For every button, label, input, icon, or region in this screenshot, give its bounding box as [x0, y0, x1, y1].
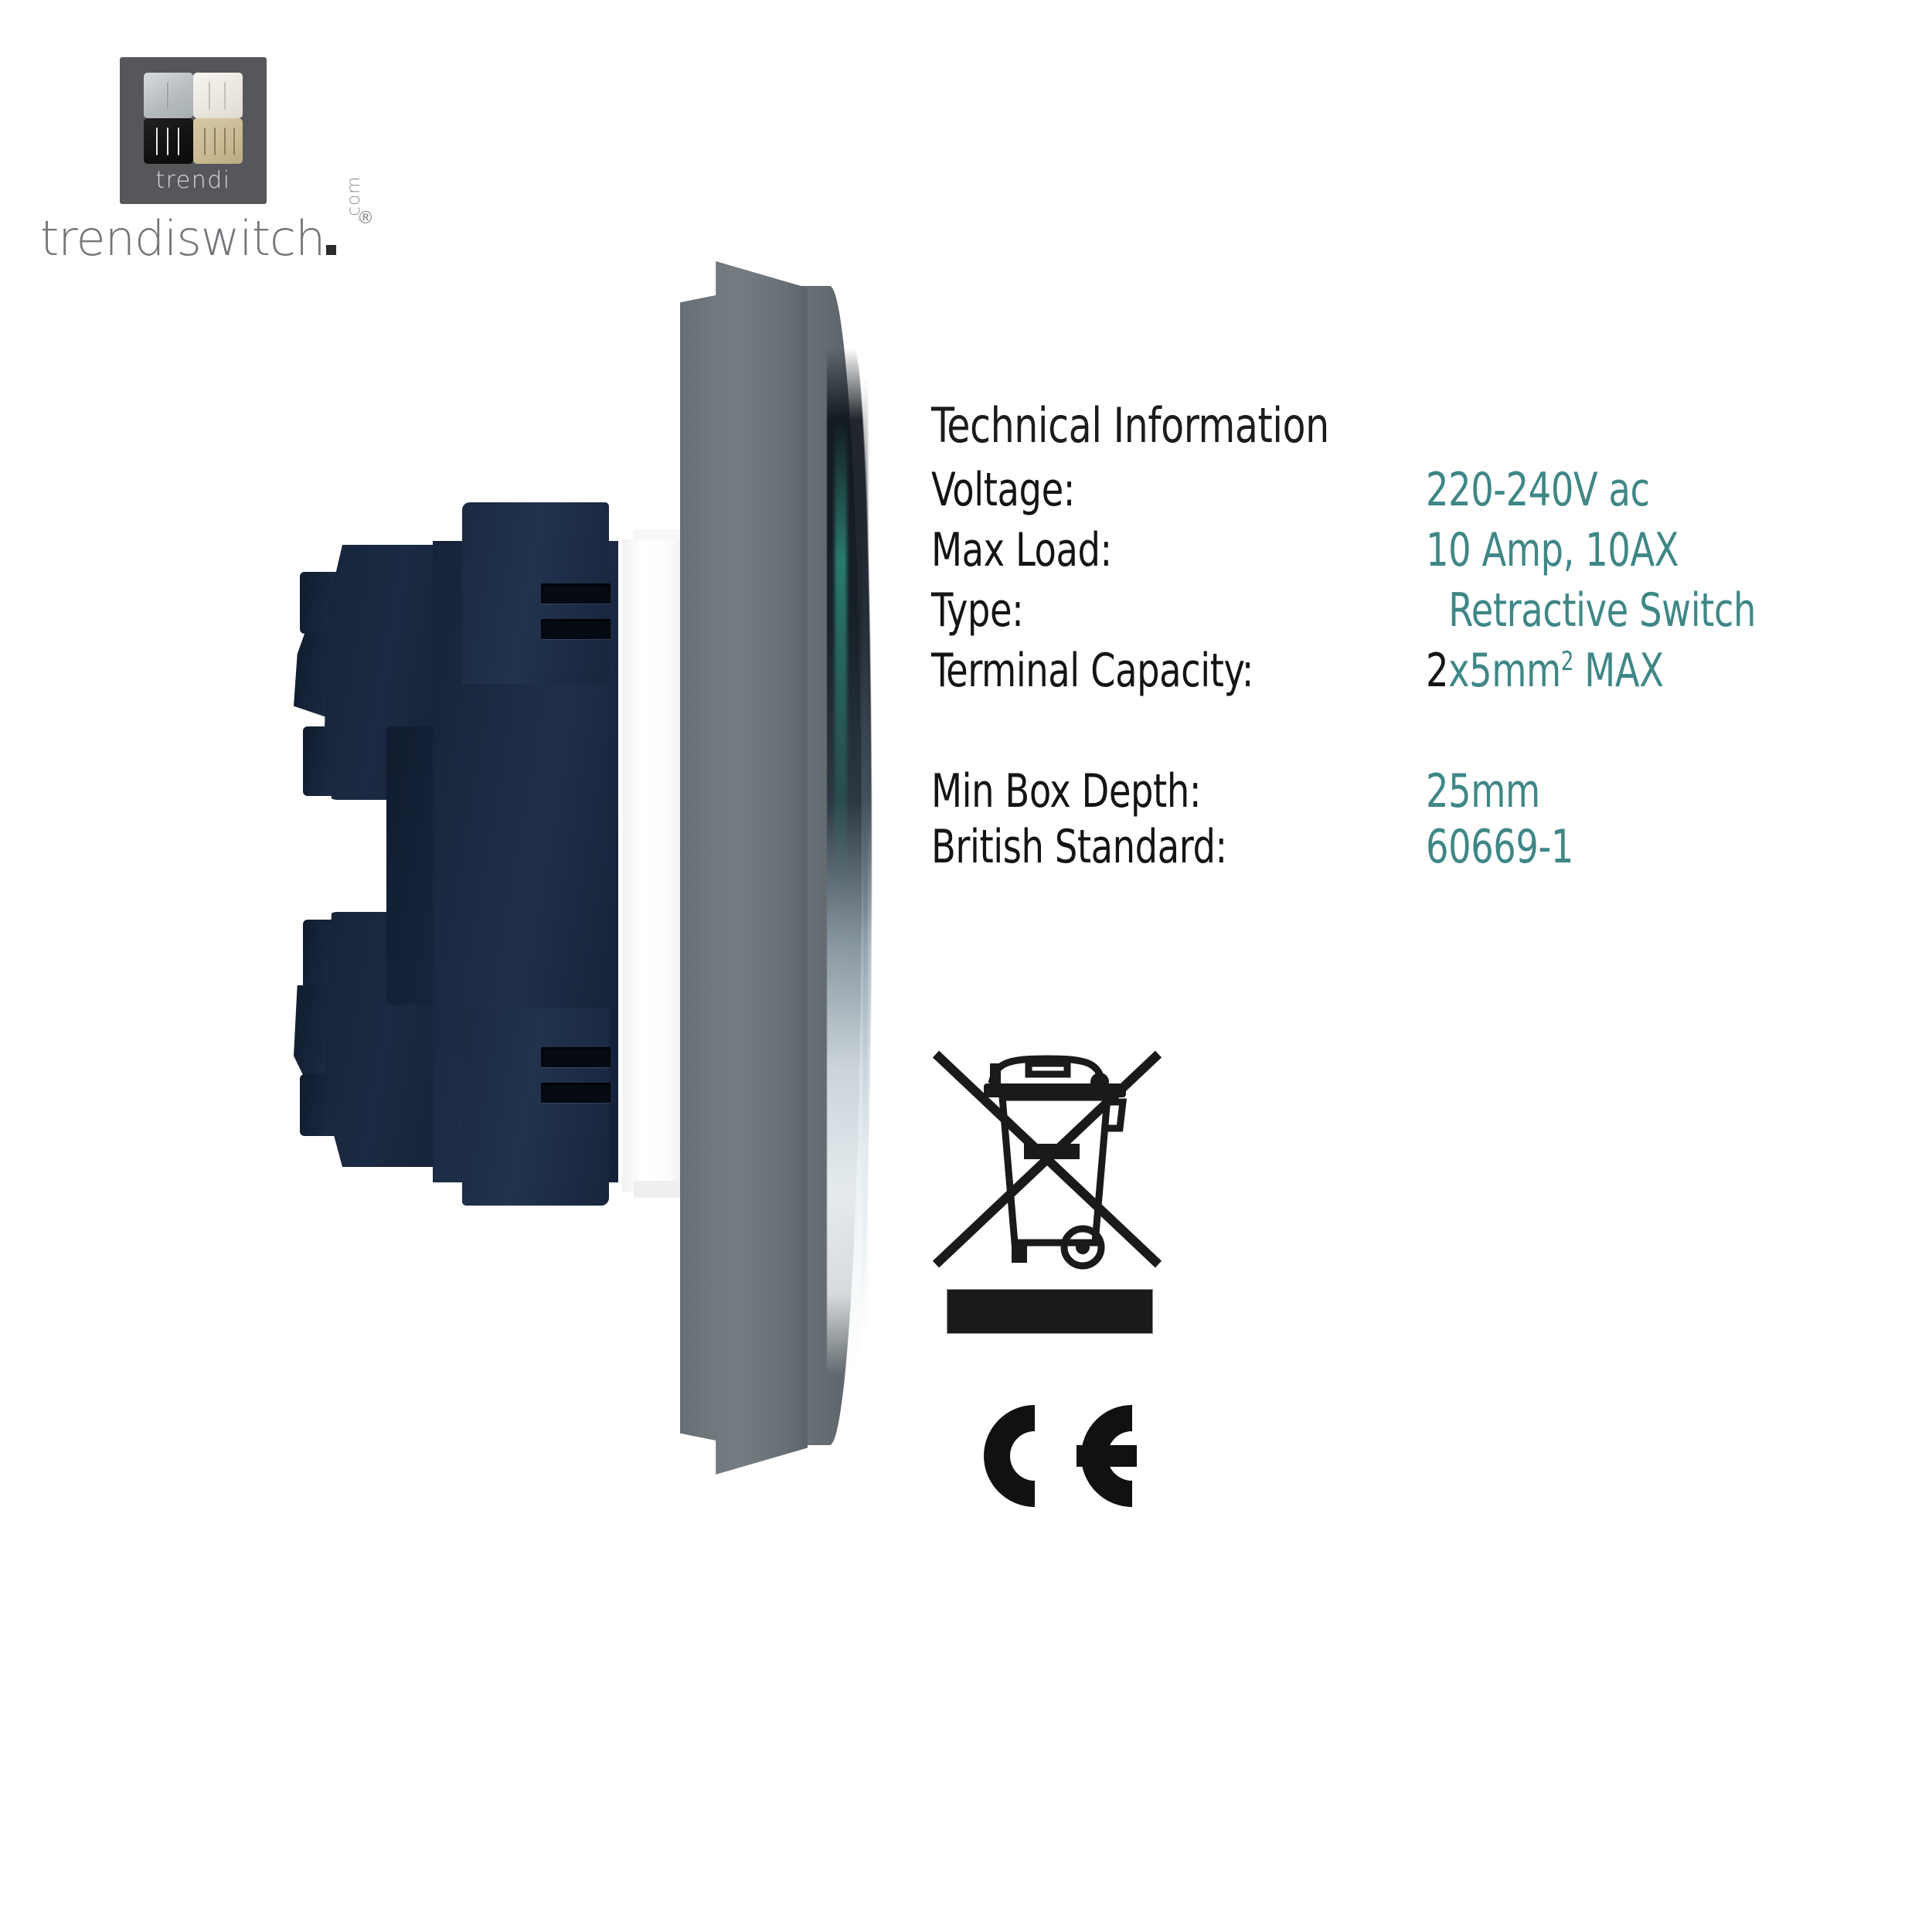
brand-wordmark: trendiswitch [40, 210, 337, 267]
logo-quadrant-silver [144, 73, 193, 118]
product-image-side-profile [294, 232, 904, 1770]
spec-row-voltage: Voltage: 220-240V ac [931, 467, 1897, 527]
faceplate-gloss-highlight [835, 417, 847, 896]
terminal-block-middle [462, 684, 609, 1039]
logo-quadrant-white [193, 73, 243, 118]
brand-wordmark-dot [326, 245, 337, 255]
spec-row-terminal-capacity: Terminal Capacity: 2x5mm2 MAX [931, 648, 1897, 708]
spec-value-terminal-capacity: 2x5mm2 MAX [1426, 648, 1664, 694]
spec-label-terminal-capacity: Terminal Capacity: [931, 644, 1253, 698]
spec-label-type: Type: [931, 583, 1024, 638]
white-mounting-plate [622, 539, 688, 1192]
weee-crossed-out-wheelie-bin-icon [932, 1050, 1162, 1270]
technical-information-panel: Technical Information Voltage: 220-240V … [931, 402, 1897, 879]
brand-wordmark-text: trendiswitch [40, 210, 325, 267]
trendi-logo-tile: trendi [120, 57, 267, 204]
specs-heading: Technical Information [931, 397, 1329, 454]
spec-label-max-load: Max Load: [931, 523, 1112, 577]
specs-spacer [931, 708, 1897, 768]
compliance-marks-block [931, 1028, 1256, 1518]
brand-logo-block: trendi trendiswitch .com ® [40, 46, 442, 278]
spec-value-british-standard: 60669-1 [1426, 820, 1573, 874]
spec-value-terminal-lead: 2 [1426, 644, 1449, 698]
weee-black-bar [947, 1289, 1153, 1334]
spec-row-min-box-depth: Min Box Depth: 25mm [931, 768, 1897, 824]
terminal-slot [541, 1047, 611, 1067]
terminal-slot [541, 619, 611, 639]
spec-label-british-standard: British Standard: [931, 820, 1227, 874]
spec-label-min-box-depth: Min Box Depth: [931, 764, 1202, 818]
spec-value-max-load: 10 Amp, 10AX [1426, 523, 1679, 577]
spec-value-voltage: 220-240V ac [1426, 463, 1650, 517]
spec-row-british-standard: British Standard: 60669-1 [931, 824, 1897, 879]
logo-quadrant-black [144, 118, 193, 164]
brand-registered-mark: ® [357, 209, 374, 228]
ce-mark-icon [984, 1405, 1137, 1507]
faceplate-edge-highlight [862, 379, 868, 1345]
spec-row-type: Type: Retractive Switch [931, 587, 1897, 648]
terminal-slot [541, 583, 611, 604]
spec-label-voltage: Voltage: [931, 463, 1075, 517]
spec-value-min-box-depth: 25mm [1426, 764, 1540, 818]
spec-row-max-load: Max Load: 10 Amp, 10AX [931, 527, 1897, 587]
grey-faceplate-profile [680, 261, 808, 1475]
logo-quadrant-gold [193, 118, 243, 164]
specs-table-primary: Voltage: 220-240V ac Max Load: 10 Amp, 1… [931, 467, 1897, 708]
specs-table-secondary: Min Box Depth: 25mm British Standard: 60… [931, 768, 1897, 879]
terminal-slot [541, 1083, 611, 1103]
logo-tile-wordmark: trendi [155, 167, 231, 194]
mounting-plate-lip-bottom [634, 1181, 688, 1198]
spec-value-terminal-rest: x5mm2 MAX [1448, 644, 1664, 698]
terminal-block-bottom [462, 1009, 609, 1206]
spec-value-type: Retractive Switch [1448, 583, 1757, 638]
logo-switch-quadrants [144, 73, 243, 164]
